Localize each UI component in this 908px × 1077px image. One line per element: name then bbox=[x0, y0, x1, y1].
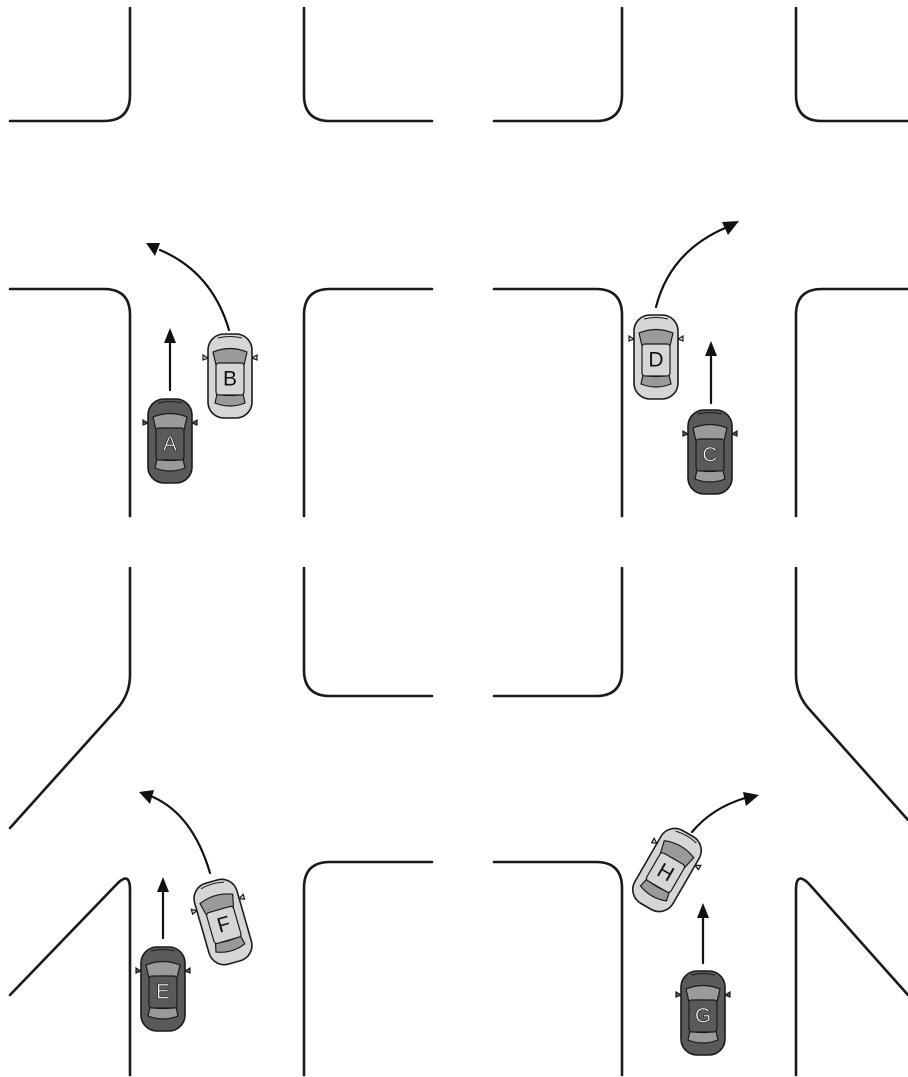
curb-ur-ne bbox=[794, 6, 908, 123]
car-a-label: A bbox=[163, 433, 177, 456]
car-g-label: G bbox=[695, 1005, 711, 1028]
arrowhead-d bbox=[722, 221, 739, 235]
car-a: A bbox=[142, 398, 198, 484]
curb-ul-sw bbox=[8, 287, 132, 518]
car-b: B bbox=[202, 333, 258, 419]
car-e-label: E bbox=[156, 981, 170, 1004]
car-f-label: F bbox=[214, 912, 233, 938]
curb-ur-nw bbox=[492, 6, 624, 123]
car-c-label: C bbox=[702, 444, 717, 467]
curb-ll-ne bbox=[302, 566, 434, 698]
arrowhead-c bbox=[705, 341, 717, 356]
curb-ul-ne bbox=[302, 6, 434, 123]
road-curbs bbox=[8, 6, 908, 1077]
curb-ll-se bbox=[302, 860, 434, 1077]
curb-ul-nw bbox=[8, 6, 132, 123]
car-e: E bbox=[135, 946, 191, 1032]
curb-ll-sw bbox=[8, 877, 132, 1077]
curb-lr-nw bbox=[492, 566, 624, 698]
curb-lr-sw bbox=[492, 860, 624, 1077]
arrowhead-h bbox=[743, 792, 759, 806]
curb-ur-se bbox=[794, 287, 908, 518]
curb-lr-se bbox=[794, 877, 908, 1077]
arrowhead-e bbox=[157, 877, 169, 892]
curb-ll-w bbox=[8, 566, 132, 830]
cars: A B C D E F G H bbox=[135, 314, 738, 1056]
car-d-label: D bbox=[648, 349, 663, 372]
car-g: G bbox=[675, 970, 731, 1056]
arrow-d-right-turn bbox=[654, 226, 727, 309]
car-h: H bbox=[621, 819, 713, 921]
arrow-f-left-turn bbox=[151, 795, 212, 875]
arrowhead-a bbox=[164, 328, 176, 343]
arrow-b-left-turn bbox=[158, 248, 231, 332]
curb-ul-se bbox=[302, 287, 434, 518]
car-b-label: B bbox=[223, 368, 237, 391]
curb-lr-e bbox=[794, 566, 908, 822]
car-f: F bbox=[184, 873, 262, 971]
arrow-h-right-turn bbox=[690, 796, 747, 834]
curb-ur-sw bbox=[492, 287, 624, 518]
arrowhead-b bbox=[146, 243, 160, 256]
arrowhead-f bbox=[139, 790, 154, 804]
motion-arrows bbox=[139, 221, 759, 965]
car-c: C bbox=[682, 409, 738, 495]
arrowhead-g bbox=[697, 903, 709, 918]
car-d: D bbox=[628, 314, 684, 400]
